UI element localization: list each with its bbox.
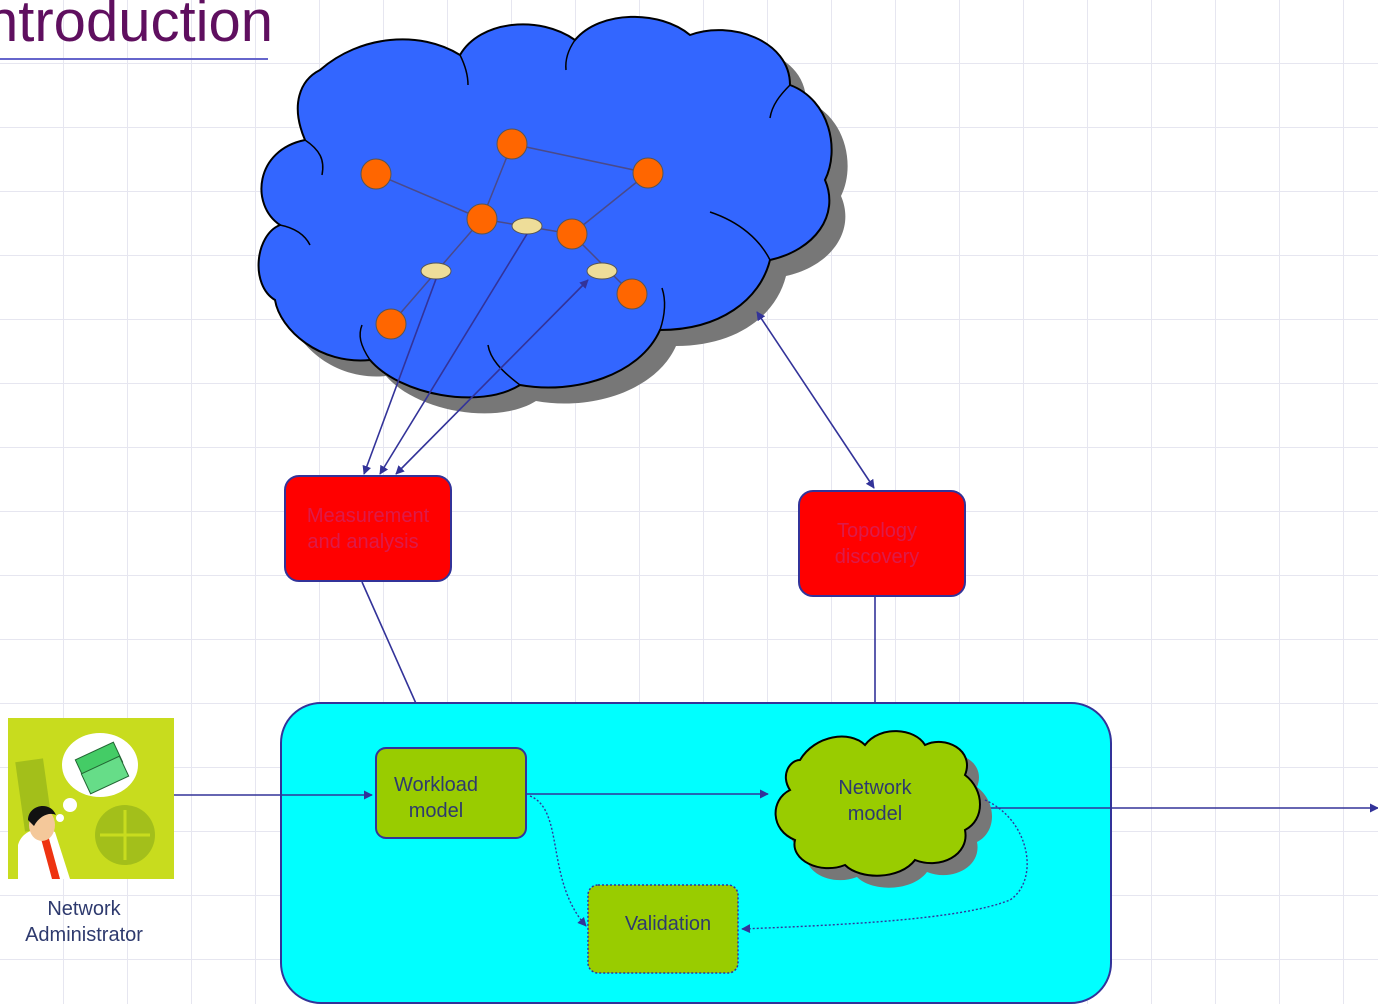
network-node xyxy=(556,218,588,250)
dotted-arrow-network-model-to-validation xyxy=(741,799,1028,934)
page-title: ntroduction xyxy=(0,0,273,54)
network-node xyxy=(632,157,664,189)
topology-label: discovery xyxy=(835,546,919,568)
administrator-caption: Network Administrator xyxy=(8,896,160,948)
network-node xyxy=(616,278,648,310)
network-model-label: model xyxy=(848,803,902,825)
network-topology-graph xyxy=(360,128,664,340)
person-icon xyxy=(18,805,70,879)
workload-label: model xyxy=(409,800,463,822)
thought-bubble-icon xyxy=(56,733,138,822)
validation-box: Validation xyxy=(587,884,739,974)
measurement-probe xyxy=(586,262,618,280)
arrow-cloud-topology xyxy=(756,311,875,489)
validation-label: Validation xyxy=(625,913,711,935)
measurement-probe xyxy=(511,217,543,235)
connector-arrows xyxy=(361,233,880,745)
network-node xyxy=(360,158,392,190)
network-cloud xyxy=(257,15,848,414)
measurement-probe xyxy=(420,262,452,280)
dotted-arrow-workload-to-validation xyxy=(529,795,587,927)
administrator-caption-line: Administrator xyxy=(25,924,143,946)
network-model-label: Network xyxy=(838,777,912,799)
network-cloud-shape xyxy=(257,15,833,399)
administrator-caption-line: Network xyxy=(47,898,121,920)
topology-label: Topology xyxy=(837,520,917,542)
network-node xyxy=(496,128,528,160)
arrow-measurement-to-probe xyxy=(395,279,589,475)
topology-box: Topology discovery xyxy=(798,490,966,597)
measurement-label: Measurement xyxy=(307,505,430,527)
title-underline xyxy=(0,58,268,60)
workload-label: Workload xyxy=(394,774,478,796)
workload-model-box: Workload model xyxy=(375,747,527,839)
measurement-box: Measurement and analysis xyxy=(284,475,452,582)
network-node xyxy=(466,203,498,235)
network-node xyxy=(375,308,407,340)
administrator-clipart xyxy=(8,718,174,879)
measurement-label: and analysis xyxy=(307,531,418,553)
network-model-cloud: Network model xyxy=(774,730,992,888)
